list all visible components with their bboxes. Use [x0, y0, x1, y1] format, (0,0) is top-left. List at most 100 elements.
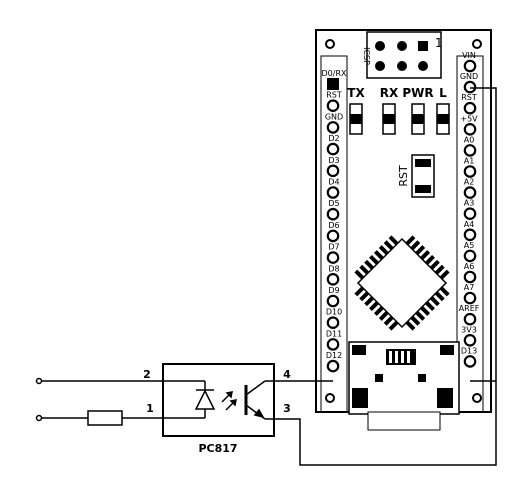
chip-pin [425, 301, 435, 312]
left-pin-label: D12 [326, 351, 342, 360]
chip-pin [434, 264, 445, 275]
chip-pin [354, 269, 365, 280]
left-pin-label: D6 [328, 221, 339, 230]
left-pin [326, 272, 340, 286]
chip-pin [388, 235, 399, 246]
led-label: L [439, 86, 447, 100]
chip-pin [420, 306, 431, 316]
right-pin [463, 101, 477, 115]
left-pin [326, 99, 340, 112]
right-pin [463, 123, 477, 136]
chip-pin [420, 250, 431, 260]
icsp-pin1-label: 1 [435, 36, 443, 50]
led-diode-symbol [163, 380, 216, 419]
left-pin-header [320, 55, 348, 413]
led-indicator-fill [383, 114, 395, 124]
pin-4-label: 4 [283, 368, 291, 381]
chip-pin [429, 259, 440, 270]
chip-pin [354, 286, 365, 297]
left-pin [326, 186, 340, 199]
left-pin-label: GND [325, 112, 343, 121]
chip-pin [369, 254, 379, 265]
right-pin [463, 270, 477, 284]
left-pin-label: D0/RX [322, 69, 348, 78]
input-terminal [35, 377, 43, 385]
led-indicator-fill [350, 114, 362, 124]
pc817-optocoupler: 2 1 4 3 PC817 [143, 363, 291, 455]
right-pin-label: AREF [459, 304, 480, 313]
left-pin [326, 359, 340, 373]
chip-pin [415, 245, 426, 256]
mounting-hole [472, 39, 482, 49]
right-pin-label: A4 [464, 220, 475, 229]
right-pin-label: GND [460, 72, 478, 81]
pin-1-label: 1 [146, 402, 154, 415]
input-wiring [35, 377, 163, 426]
chip-pin [439, 269, 450, 280]
led-indicator-fill [437, 114, 449, 124]
chip-pin [429, 296, 440, 307]
right-pin-label: A6 [464, 262, 475, 271]
arduino-nano-board: ICSP 1 D0/RXRSTGNDD2D3D4D5D6D7D8D9D10D11… [315, 29, 492, 431]
left-pin [326, 338, 340, 351]
chip-pin [425, 254, 435, 265]
input-terminal [35, 414, 43, 422]
light-arrows-icon [221, 391, 237, 411]
chip-pin [405, 320, 416, 331]
left-pin [326, 251, 340, 264]
right-pin-label: D13 [461, 346, 477, 355]
chip-pin [359, 291, 370, 302]
reset-label: RST [397, 165, 410, 187]
left-pin-label: RST [326, 91, 342, 100]
right-pin [463, 291, 477, 305]
optocoupler-body [162, 363, 275, 437]
chip-pin [359, 264, 370, 275]
chip-pin [373, 250, 384, 260]
right-pin [463, 80, 477, 94]
mounting-hole [325, 393, 335, 403]
right-pin-label: VIN [462, 51, 476, 60]
pin-2-label: 2 [143, 368, 151, 381]
chip-pin [369, 301, 379, 312]
mounting-hole [472, 393, 482, 403]
reset-button: RST [397, 154, 435, 198]
led-label: PWR [402, 86, 433, 100]
right-pin [463, 59, 477, 73]
chip-pin [383, 240, 394, 251]
right-pin [463, 355, 477, 368]
right-pin-label: 3V3 [461, 325, 477, 334]
chip-pin [434, 291, 445, 302]
chip-pin [373, 306, 384, 316]
icsp-header: ICSP 1 [362, 31, 443, 79]
right-pin [463, 249, 477, 263]
right-pin-label: A0 [464, 135, 475, 144]
left-pin-label: D5 [328, 199, 339, 208]
chip-pin [410, 315, 421, 326]
right-pin [463, 228, 477, 242]
chip-pin [388, 320, 399, 331]
right-pin [463, 312, 477, 326]
right-pin [463, 207, 477, 220]
icsp-label: ICSP [362, 47, 371, 65]
left-pin-label: D11 [326, 329, 342, 338]
chip-pin [415, 310, 426, 321]
board-wiring [274, 87, 497, 466]
right-pin-label: +5V [460, 114, 478, 123]
left-pin-label: D10 [326, 308, 342, 317]
left-pin [326, 294, 340, 308]
part-label: PC817 [198, 442, 237, 455]
led-label: RX [380, 86, 399, 100]
right-pin-label: A2 [464, 178, 475, 187]
pin-3-label: 3 [283, 402, 291, 415]
left-pin [326, 121, 340, 134]
mounting-hole [325, 39, 335, 49]
right-pin-label: A5 [464, 241, 475, 250]
led-label: TX [347, 86, 365, 100]
chip-pin [439, 286, 450, 297]
left-pin [326, 316, 340, 329]
right-pin [463, 165, 477, 178]
